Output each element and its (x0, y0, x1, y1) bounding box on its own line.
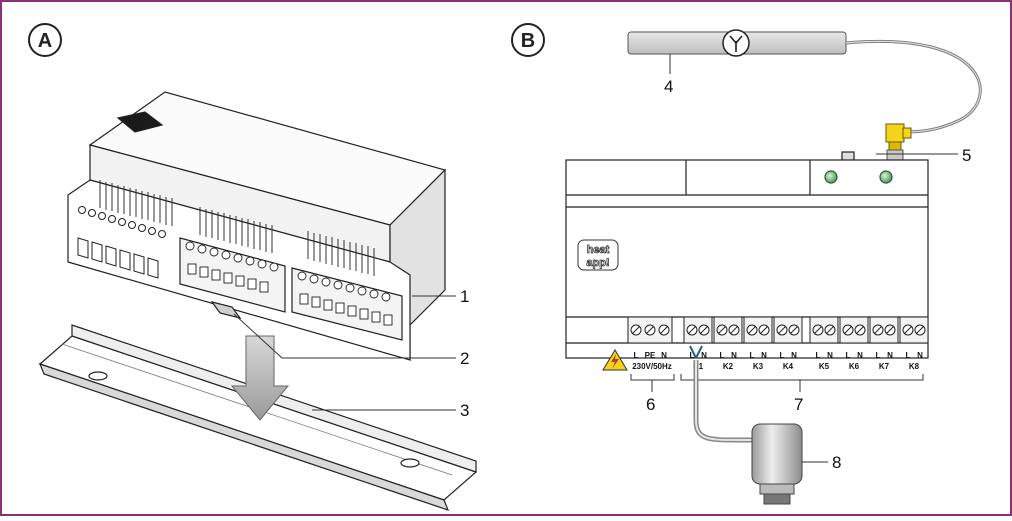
power-pin-label: N (661, 351, 667, 360)
panel-a-leader-lines (233, 295, 456, 411)
brand-logo: heat app! (577, 239, 619, 271)
panel-b-brackets (630, 54, 958, 392)
output-pin-label: L (780, 351, 785, 360)
callout-6: 6 (646, 395, 655, 414)
panel-a-badge (28, 23, 62, 57)
output-channel-label: K3 (753, 362, 764, 371)
power-rating-label: 230V/50Hz (632, 362, 672, 371)
thermal-actuator (751, 423, 803, 505)
antenna-icon (722, 29, 750, 57)
callout-8: 8 (832, 453, 841, 472)
output-pin-label: N (827, 351, 833, 360)
output-channel-label: K7 (879, 362, 890, 371)
output-channel-label: K5 (819, 362, 830, 371)
output-pin-label: N (761, 351, 767, 360)
antenna-connector (885, 123, 912, 161)
status-led-1 (824, 170, 838, 184)
callout-5: 5 (962, 146, 971, 165)
device-isometric (67, 91, 447, 361)
callout-7: 7 (794, 395, 803, 414)
status-led-2 (879, 170, 893, 184)
panel-a: A (28, 23, 478, 511)
output-pin-label: N (701, 351, 707, 360)
panel-a-letter: A (38, 30, 52, 52)
output-pin-label: N (887, 351, 893, 360)
callout-3: 3 (460, 401, 469, 420)
power-pin-label: L (634, 351, 639, 360)
mounting-arrow (230, 335, 290, 421)
output-pin-label: N (857, 351, 863, 360)
output-channel-label: K4 (783, 362, 794, 371)
callout-1: 1 (460, 287, 469, 306)
output-pin-label: L (906, 351, 911, 360)
output-pin-label: L (720, 351, 725, 360)
high-voltage-warning-icon (602, 349, 628, 371)
output-pin-label: L (846, 351, 851, 360)
output-pin-label: L (816, 351, 821, 360)
panel-b-letter: B (521, 30, 535, 52)
actuator-wire (689, 345, 758, 443)
antenna (627, 29, 982, 134)
svg-text:heat: heat (587, 244, 610, 256)
output-pin-label: L (690, 351, 695, 360)
output-channel-label: K2 (723, 362, 734, 371)
power-pin-label: PE (645, 351, 656, 360)
output-pin-label: N (917, 351, 923, 360)
output-pin-label: L (750, 351, 755, 360)
output-pin-label: L (876, 351, 881, 360)
panel-b: B (511, 23, 982, 505)
callout-2: 2 (460, 349, 469, 368)
callout-4: 4 (664, 77, 673, 96)
output-pin-label: N (791, 351, 797, 360)
svg-text:app!: app! (586, 257, 609, 269)
output-channel-label: K8 (909, 362, 920, 371)
output-channel-label: K6 (849, 362, 860, 371)
output-pin-label: N (731, 351, 737, 360)
panel-b-badge (511, 23, 545, 57)
